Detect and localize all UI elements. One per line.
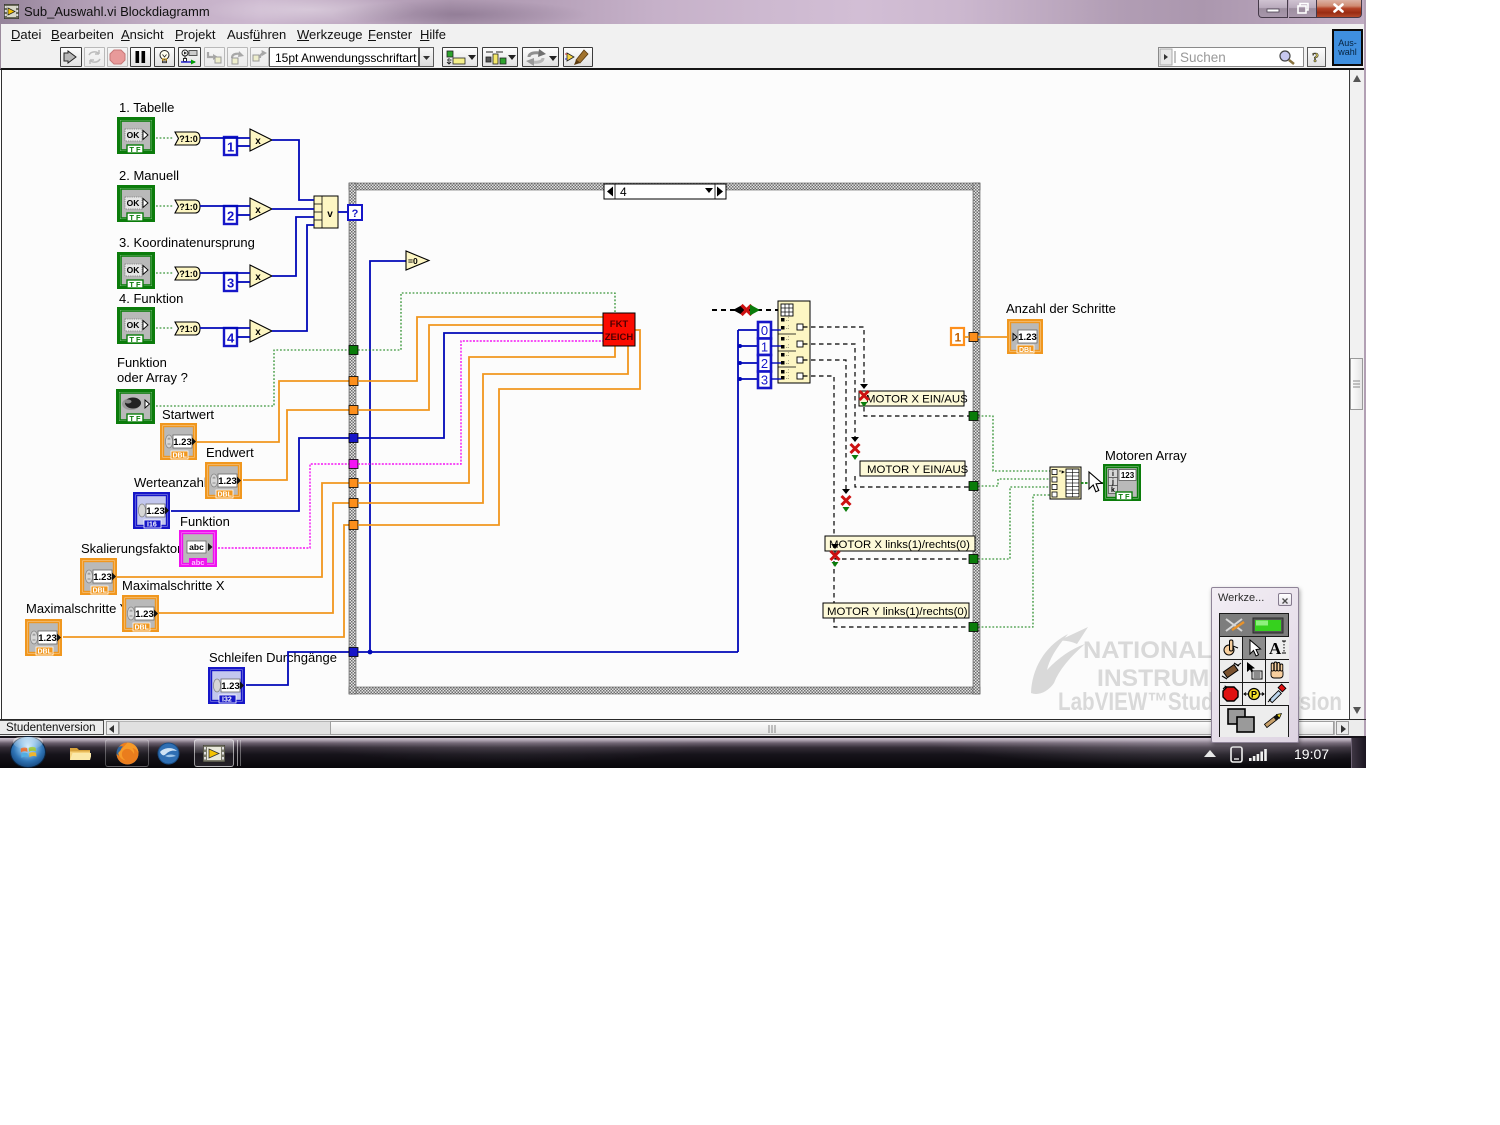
svg-text:abc: abc bbox=[189, 542, 204, 552]
svg-text:DBL: DBL bbox=[93, 587, 108, 594]
svg-text:abc: abc bbox=[192, 558, 205, 567]
svg-text:3: 3 bbox=[761, 373, 768, 388]
svg-text:2: 2 bbox=[227, 209, 234, 224]
svg-text:MOTOR Y links(1)/rechts(0): MOTOR Y links(1)/rechts(0) bbox=[827, 606, 968, 618]
svg-text:Schleifen Durchgänge: Schleifen Durchgänge bbox=[209, 650, 337, 665]
svg-text:DBL: DBL bbox=[173, 452, 188, 459]
svg-text:2: 2 bbox=[761, 356, 768, 371]
svg-text:.:: .: bbox=[786, 344, 790, 350]
svg-text:Funktion: Funktion bbox=[180, 514, 230, 529]
svg-text:?: ? bbox=[1312, 51, 1319, 66]
svg-text:MOTOR X EIN/AUS: MOTOR X EIN/AUS bbox=[866, 394, 968, 406]
svg-text:P: P bbox=[1251, 690, 1257, 700]
svg-text:DBL: DBL bbox=[1019, 347, 1034, 354]
svg-text:Motoren Array: Motoren Array bbox=[1105, 448, 1187, 463]
svg-text:.:: .: bbox=[786, 369, 790, 375]
svg-text:4: 4 bbox=[227, 331, 235, 346]
svg-text:FKT: FKT bbox=[610, 319, 629, 330]
svg-text:1: 1 bbox=[761, 340, 768, 355]
svg-text:1: 1 bbox=[955, 331, 962, 345]
svg-text:.:: .: bbox=[786, 360, 790, 366]
svg-text:LabVIEW™Studentenversion: LabVIEW™Studentenversion bbox=[1058, 688, 1342, 716]
svg-text:MOTOR Y EIN/AUS: MOTOR Y EIN/AUS bbox=[867, 464, 969, 476]
svg-text:v: v bbox=[327, 209, 333, 220]
svg-text:.:: .: bbox=[786, 352, 790, 358]
svg-text:Funktion: Funktion bbox=[117, 355, 167, 370]
svg-text:1.23: 1.23 bbox=[1018, 332, 1037, 343]
svg-text:Anzahl der Schritte: Anzahl der Schritte bbox=[1006, 301, 1116, 316]
svg-text:1. Tabelle: 1. Tabelle bbox=[119, 100, 174, 115]
svg-text:A: A bbox=[1269, 639, 1282, 658]
svg-text:MOTOR X links(1)/rechts(0): MOTOR X links(1)/rechts(0) bbox=[829, 539, 970, 551]
svg-text:Startwert: Startwert bbox=[162, 407, 214, 422]
svg-text:Maximalschritte X: Maximalschritte X bbox=[122, 578, 225, 593]
svg-text:.:: .: bbox=[786, 336, 790, 342]
svg-text:I16: I16 bbox=[147, 521, 157, 528]
svg-text:4. Funktion: 4. Funktion bbox=[119, 291, 183, 306]
svg-text:Werteanzahl: Werteanzahl bbox=[134, 475, 207, 490]
svg-text:T F: T F bbox=[1118, 492, 1130, 501]
svg-text:i: i bbox=[1112, 471, 1114, 478]
svg-text:0: 0 bbox=[761, 323, 768, 338]
svg-text:.:: .: bbox=[786, 317, 790, 323]
svg-text:Maximalschritte Y: Maximalschritte Y bbox=[26, 601, 129, 616]
svg-text:4: 4 bbox=[620, 185, 627, 199]
svg-text:DBL: DBL bbox=[135, 624, 150, 631]
svg-text:.:: .: bbox=[786, 325, 790, 331]
svg-text:Skalierungsfaktor: Skalierungsfaktor bbox=[81, 541, 182, 556]
svg-text:ZEICH: ZEICH bbox=[605, 332, 634, 343]
svg-text:j: j bbox=[1111, 479, 1114, 486]
svg-text:DBL: DBL bbox=[218, 491, 233, 498]
svg-text:3. Koordinatenursprung: 3. Koordinatenursprung bbox=[119, 235, 255, 250]
svg-text:123: 123 bbox=[1121, 471, 1135, 480]
svg-text:1: 1 bbox=[227, 140, 234, 155]
svg-text:k: k bbox=[1111, 487, 1115, 494]
svg-text:3: 3 bbox=[227, 276, 234, 291]
svg-text:Endwert: Endwert bbox=[206, 445, 254, 460]
svg-text:DBL: DBL bbox=[38, 648, 53, 655]
svg-text:Suchen: Suchen bbox=[1180, 50, 1226, 65]
svg-text:T F: T F bbox=[129, 414, 141, 423]
svg-text:2. Manuell: 2. Manuell bbox=[119, 168, 179, 183]
svg-text:I32: I32 bbox=[222, 696, 232, 703]
svg-text:.:: .: bbox=[786, 375, 790, 381]
svg-text:=0: =0 bbox=[408, 256, 418, 266]
svg-text:?: ? bbox=[352, 208, 359, 220]
svg-text:NATIONAL: NATIONAL bbox=[1083, 637, 1212, 664]
svg-text:oder Array ?: oder Array ? bbox=[117, 370, 188, 385]
